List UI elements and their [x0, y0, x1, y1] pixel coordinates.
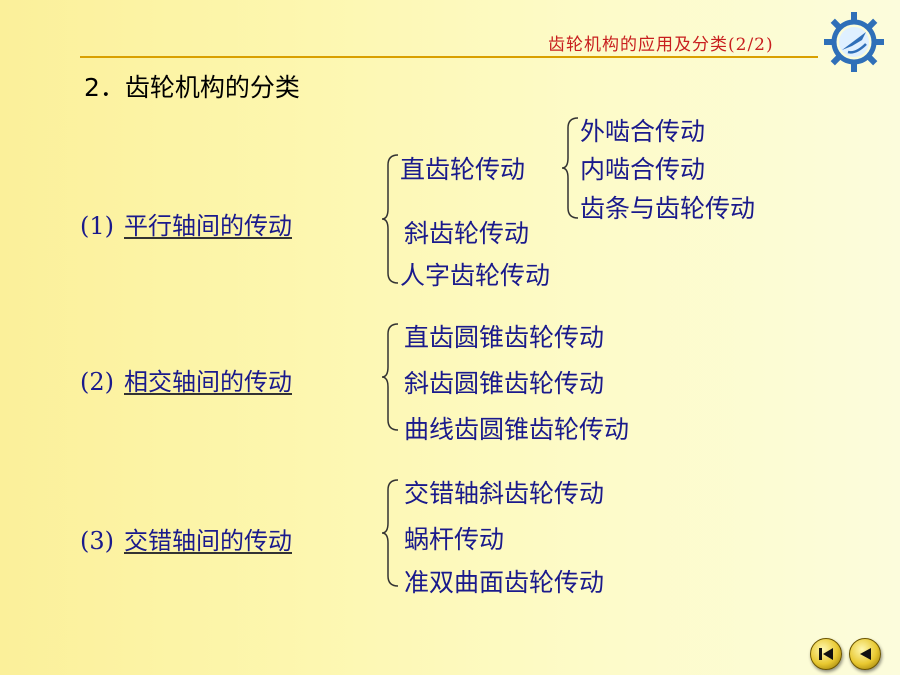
group-1-item-1: 直齿轮传动	[400, 155, 526, 184]
group-2-title: 相交轴间的传动	[124, 368, 292, 396]
previous-slide-button[interactable]	[849, 638, 881, 670]
group-1-subitem-2: 内啮合传动	[580, 155, 706, 184]
group-3-label: (3) 交错轴间的传动	[80, 521, 292, 556]
group-1-title: 平行轴间的传动	[124, 212, 292, 240]
group-2-number: (2)	[80, 368, 114, 396]
group-1-item-2: 斜齿轮传动	[404, 219, 530, 248]
group-1-subitem-1: 外啮合传动	[580, 117, 706, 146]
first-slide-button[interactable]	[810, 638, 842, 670]
group-3-number: (3)	[80, 527, 114, 555]
group-1-item-3: 人字齿轮传动	[400, 261, 551, 290]
group-2-brace	[381, 323, 399, 431]
group-2-label: (2) 相交轴间的传动	[80, 362, 292, 397]
section-title: 2．齿轮机构的分类	[84, 73, 300, 102]
group-1-brace	[381, 154, 399, 284]
header-rule	[80, 56, 818, 58]
group-1-number: (1)	[80, 212, 114, 240]
header-title: 齿轮机构的应用及分类(2/2)	[548, 35, 774, 55]
group-2-item-3: 曲线齿圆锥齿轮传动	[404, 415, 630, 444]
gear-logo-icon	[824, 12, 884, 72]
group-1-sub-brace	[561, 117, 579, 219]
group-1-subitem-3: 齿条与齿轮传动	[580, 194, 756, 223]
group-3-item-1: 交错轴斜齿轮传动	[404, 479, 605, 508]
group-2-item-1: 直齿圆锥齿轮传动	[404, 323, 605, 352]
group-2-item-2: 斜齿圆锥齿轮传动	[404, 369, 605, 398]
group-1-label: (1) 平行轴间的传动	[80, 206, 292, 241]
group-3-item-3: 准双曲面齿轮传动	[404, 568, 605, 597]
group-3-item-2: 蜗杆传动	[404, 525, 505, 554]
back-arrow-icon	[860, 648, 871, 660]
skip-to-first-icon	[819, 648, 833, 660]
group-3-brace	[381, 479, 399, 587]
group-3-title: 交错轴间的传动	[124, 527, 292, 555]
